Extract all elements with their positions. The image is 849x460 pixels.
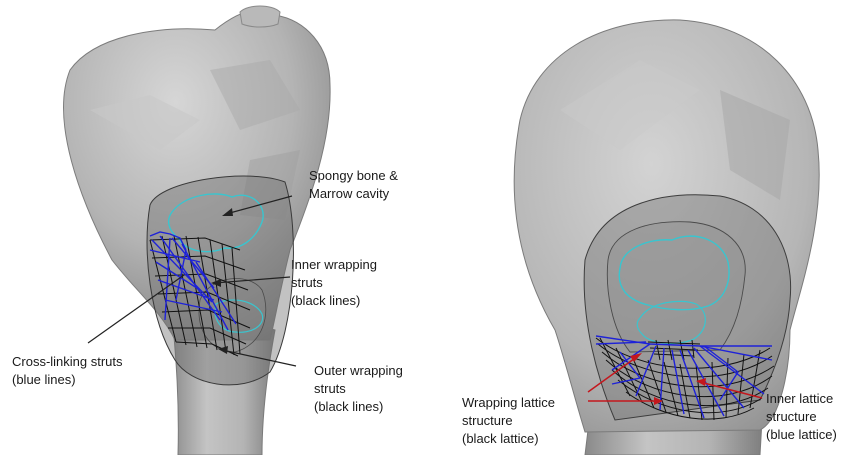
label-spongy-bone: Spongy bone & Marrow cavity — [309, 167, 398, 203]
label-inner-lattice-line3: (blue lattice) — [766, 426, 837, 444]
label-inner-wrapping-line3: (black lines) — [291, 292, 377, 310]
label-inner-wrapping-line1: Inner wrapping — [291, 256, 377, 274]
right-inner-cylinder — [607, 222, 745, 352]
label-inner-wrapping-struts: Inner wrapping struts (black lines) — [291, 256, 377, 310]
label-cross-linking-line1: Cross-linking struts — [12, 353, 123, 371]
label-outer-wrapping-struts: Outer wrapping struts (black lines) — [314, 362, 403, 416]
label-outer-wrapping-line2: struts — [314, 380, 403, 398]
left-bone-knob — [240, 6, 280, 27]
label-inner-wrapping-line2: struts — [291, 274, 377, 292]
label-cross-linking-struts: Cross-linking struts (blue lines) — [12, 353, 123, 389]
label-wrapping-lattice-line2: structure — [462, 412, 555, 430]
label-spongy-bone-line1: Spongy bone & — [309, 167, 398, 185]
label-inner-lattice-line2: structure — [766, 408, 837, 426]
label-inner-lattice: Inner lattice structure (blue lattice) — [766, 390, 837, 444]
label-outer-wrapping-line1: Outer wrapping — [314, 362, 403, 380]
label-outer-wrapping-line3: (black lines) — [314, 398, 403, 416]
label-spongy-bone-line2: Marrow cavity — [309, 185, 398, 203]
label-cross-linking-line2: (blue lines) — [12, 371, 123, 389]
label-wrapping-lattice-line3: (black lattice) — [462, 430, 555, 448]
label-wrapping-lattice: Wrapping lattice structure (black lattic… — [462, 394, 555, 448]
label-inner-lattice-line1: Inner lattice — [766, 390, 837, 408]
label-wrapping-lattice-line1: Wrapping lattice — [462, 394, 555, 412]
